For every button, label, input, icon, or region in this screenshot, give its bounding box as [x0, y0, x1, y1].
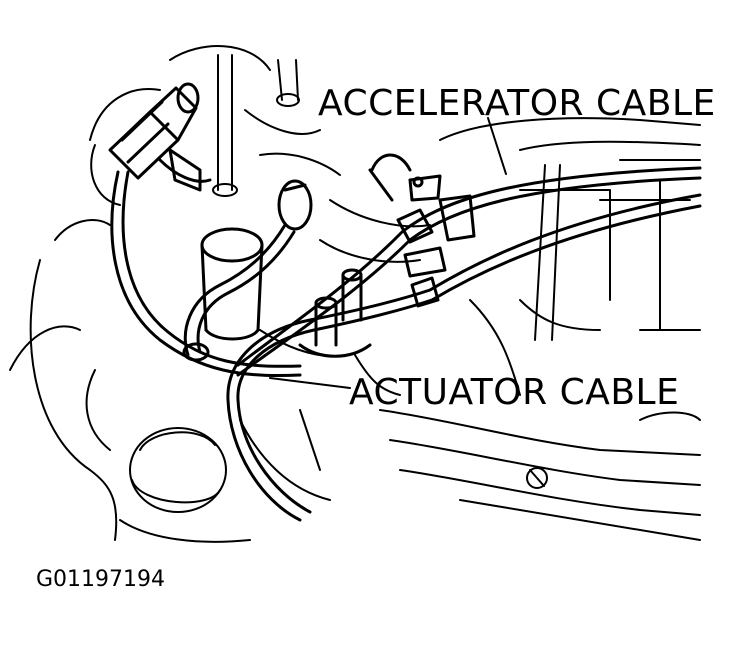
accelerator-cable — [238, 168, 700, 375]
leader-lines — [270, 118, 506, 388]
actuator-cable — [228, 195, 700, 520]
engine-background-linework — [10, 46, 700, 542]
cable-clips — [370, 155, 474, 306]
accelerator-leader-line — [488, 118, 506, 174]
actuator-cable-label: ACTUATOR CABLE — [349, 372, 680, 413]
accelerator-cable-label: ACCELERATOR CABLE — [318, 83, 716, 124]
cable-end-connector — [110, 84, 210, 190]
vacuum-canister — [202, 229, 262, 339]
hose-to-canister — [184, 181, 311, 360]
actuator-leader-line — [270, 378, 350, 388]
vertical-pipes — [300, 270, 370, 356]
figure-id: G01197194 — [36, 567, 166, 592]
